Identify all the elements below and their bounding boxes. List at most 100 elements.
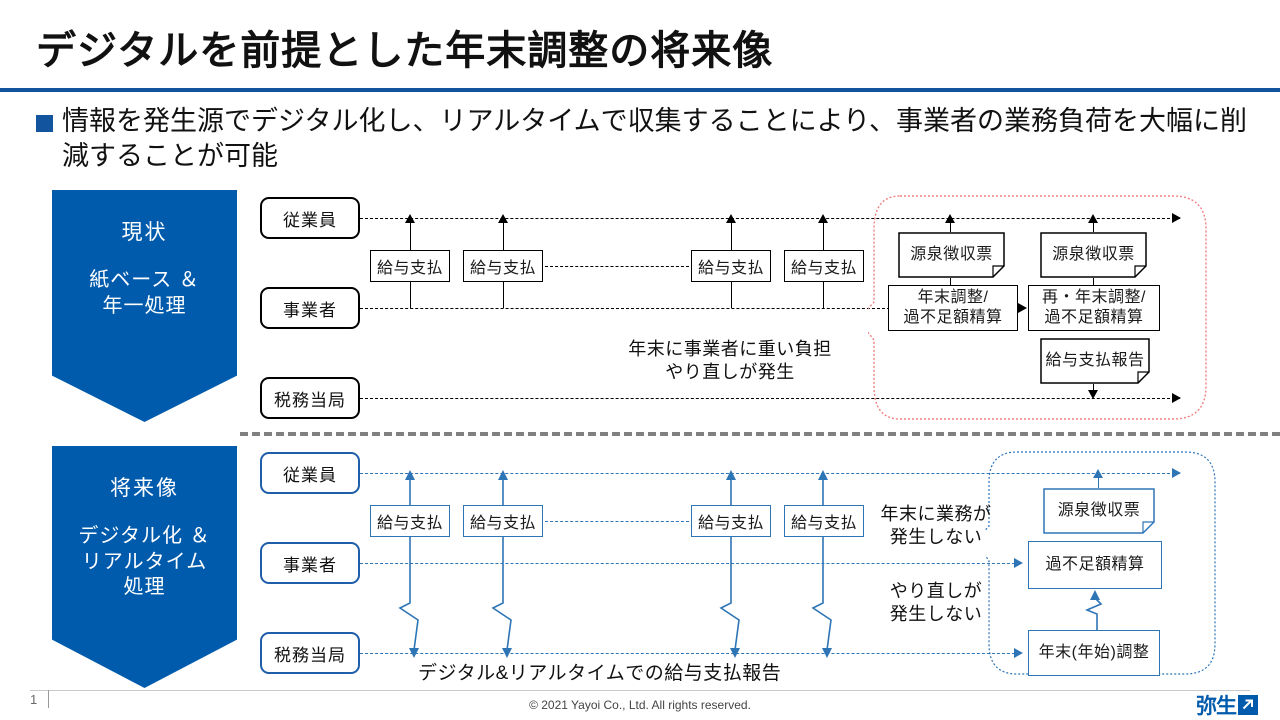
lane-taxauthority-future	[360, 653, 1020, 654]
banner-future-subtext: デジタル化 ＆ リアルタイム 処理	[78, 525, 211, 599]
actor-label: 税務当局	[274, 390, 346, 410]
document-shape	[1043, 488, 1155, 534]
banner-current-state: 現状 紙ベース ＆ 年一処理	[52, 190, 237, 422]
banner-future-state: 将来像 デジタル化 ＆ リアルタイム 処理	[52, 446, 237, 688]
note-no-yearend-work: 年末に業務が 発生しない	[866, 503, 1006, 550]
payment-box-2: 給与支払	[463, 250, 543, 282]
payment-arrow-head-3	[726, 214, 736, 223]
process-year-end-adjustment-2: 再・年末調整/ 過不足額精算	[1028, 285, 1160, 331]
bullet-row: 情報を発生源でデジタル化し、リアルタイムで収集することにより、事業者の業務負荷を…	[36, 104, 1252, 174]
payment-ellipsis-connector-future	[545, 521, 689, 522]
lane-taxauthority-current-arrowhead	[1172, 393, 1181, 403]
actor-label: 税務当局	[274, 645, 346, 665]
payment-label: 給与支払	[790, 515, 857, 532]
copyright-text: © 2021 Yayoi Co., Ltd. All rights reserv…	[529, 698, 751, 712]
document-shape	[1040, 232, 1147, 278]
document-label: 源泉徴収票	[1057, 502, 1141, 519]
lane-taxauthority-current	[360, 398, 1180, 399]
process-label: 再・年末調整/ 過不足額精算	[1042, 288, 1146, 327]
future-adjustment-uplink-arrow	[1084, 590, 1103, 630]
realtime-arrow-2	[491, 470, 512, 658]
payment-label: 給与支払	[697, 515, 764, 532]
bullet-text: 情報を発生源でデジタル化し、リアルタイムで収集することにより、事業者の業務負荷を…	[62, 106, 1248, 172]
page-number-tick	[48, 690, 49, 708]
process-label: 年末調整/ 過不足額精算	[903, 288, 1002, 327]
withholding-slip-arrowhead-future	[1093, 469, 1103, 478]
note-line2: やり直しが発生	[665, 362, 795, 383]
payment-arrow-head-4	[818, 214, 828, 223]
realtime-arrow-1	[398, 470, 419, 658]
actor-employee-current: 従業員	[260, 197, 360, 239]
caption-realtime-report: デジタル&リアルタイムでの給与支払報告	[418, 663, 782, 684]
process-year-end-adjustment-1: 年末調整/ 過不足額精算	[888, 285, 1018, 331]
lane-employee-current	[360, 218, 1180, 219]
process-balance-settlement-future: 過不足額精算	[1028, 541, 1162, 589]
actor-label: 従業員	[283, 465, 337, 485]
lane-employer-future	[360, 563, 1020, 564]
note-line2: 発生しない	[889, 604, 983, 625]
process-label: 過不足額精算	[1045, 556, 1145, 574]
document-label: 源泉徴収票	[910, 246, 993, 263]
lane-employer-future-arrowhead	[1014, 558, 1023, 568]
payment-box-future-4: 給与支払	[784, 505, 864, 537]
document-shape	[898, 232, 1005, 278]
payment-box-future-2: 給与支払	[463, 505, 543, 537]
process-label-line2: 過不足額精算	[1044, 309, 1144, 326]
lane-employee-current-arrowhead	[1172, 213, 1181, 223]
arrow-up-right-icon	[1238, 695, 1258, 715]
lane-employee-future	[360, 473, 1180, 474]
realtime-arrow-4	[811, 470, 832, 658]
footer-divider	[30, 690, 1250, 691]
note-line2: 発生しない	[889, 527, 983, 548]
payment-arrow-head-2	[498, 214, 508, 223]
actor-employer-future: 事業者	[260, 542, 360, 584]
title-divider	[0, 88, 1280, 92]
payment-label: 給与支払	[376, 515, 443, 532]
document-label: 源泉徴収票	[1052, 246, 1135, 263]
process-year-end-start-adjustment-future: 年末(年始)調整	[1028, 630, 1160, 676]
banner-future-heading: 将来像	[110, 477, 179, 500]
note-line1: やり直しが	[889, 581, 983, 601]
payment-label: 給与支払	[469, 515, 536, 532]
salary-report-line	[1093, 384, 1094, 390]
banner-current-subtext: 紙ベース ＆ 年一処理	[89, 269, 200, 317]
payment-box-4: 給与支払	[784, 250, 864, 282]
brand-logo-text: 弥生	[1196, 695, 1237, 718]
page-title: デジタルを前提とした年末調整の将来像	[36, 29, 774, 73]
note-line1: 年末に事業者に重い負担	[628, 339, 832, 359]
bullet-square-icon	[36, 115, 53, 132]
document-withholding-slip-2: 源泉徴収票	[1040, 232, 1147, 278]
document-label: 給与支払報告	[1045, 352, 1145, 369]
lane-employer-current	[360, 308, 890, 309]
lane-taxauthority-future-arrowhead	[1014, 648, 1023, 658]
document-salary-payment-report: 給与支払報告	[1040, 338, 1150, 384]
process-label: 年末(年始)調整	[1038, 644, 1150, 662]
section-divider	[240, 432, 1280, 436]
process-label-line2: 過不足額精算	[903, 309, 1003, 326]
withholding-slip-arrowhead-2	[1088, 214, 1098, 223]
payment-ellipsis-connector-current	[545, 266, 689, 267]
actor-label: 事業者	[283, 555, 337, 575]
actor-employer-current: 事業者	[260, 287, 360, 329]
document-withholding-slip-future: 源泉徴収票	[1043, 488, 1155, 534]
note-current-burden: 年末に事業者に重い負担 やり直しが発生	[600, 338, 860, 385]
actor-label: 従業員	[283, 210, 337, 230]
process-label-line1: 年末調整/	[917, 289, 989, 307]
actor-label: 事業者	[283, 300, 337, 320]
page-number: 1	[30, 692, 38, 707]
withholding-slip-arrowhead-1	[945, 214, 955, 223]
withholding-slip-line-future	[1098, 477, 1099, 491]
payment-box-1: 給与支払	[370, 250, 450, 282]
salary-report-arrowhead	[1088, 390, 1098, 399]
note-no-rework: やり直しが 発生しない	[866, 580, 1006, 627]
banner-current-heading: 現状	[121, 221, 168, 244]
document-shape	[1040, 338, 1150, 384]
payment-label: 給与支払	[790, 260, 857, 277]
payment-box-future-3: 給与支払	[691, 505, 771, 537]
payment-label: 給与支払	[376, 260, 443, 277]
realtime-arrow-3	[719, 470, 740, 658]
brand-logo: 弥生	[1196, 690, 1258, 720]
callout-current-problem	[868, 195, 1207, 420]
actor-taxauthority-future: 税務当局	[260, 632, 360, 674]
